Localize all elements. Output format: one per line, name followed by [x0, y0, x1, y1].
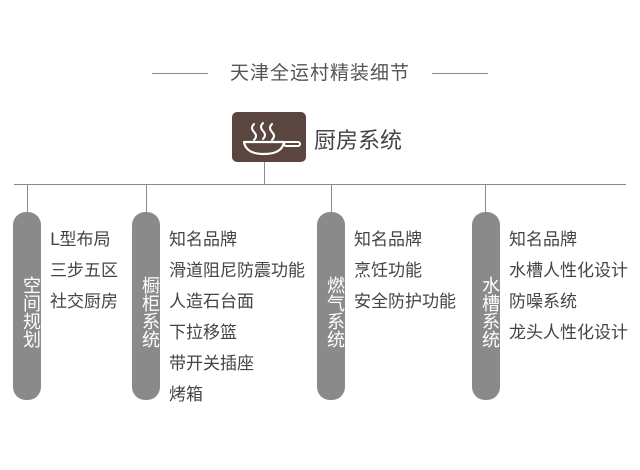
section-label-2: 橱柜系统 — [132, 212, 160, 400]
list-item: 安全防护功能 — [354, 292, 456, 312]
title-rule-left — [152, 73, 208, 74]
list-item: 下拉移篮 — [169, 323, 237, 343]
list-item: 龙头人性化设计 — [509, 323, 628, 343]
branch-connector-1 — [27, 184, 28, 212]
branch-connector-4 — [485, 184, 486, 212]
list-item: 三步五区 — [50, 261, 118, 281]
section-label-1: 空间规划 — [13, 212, 41, 400]
title-rule-right — [432, 73, 488, 74]
list-item: L型布局 — [50, 230, 111, 250]
list-item: 带开关插座 — [169, 354, 254, 374]
center-connector — [264, 162, 265, 184]
list-item: 烹饪功能 — [354, 261, 422, 281]
page-title: 天津全运村精装细节 — [229, 62, 410, 84]
section-items-4: 知名品牌 水槽人性化设计 防噪系统 龙头人性化设计 — [509, 225, 628, 349]
kitchen-icon-box — [232, 112, 306, 162]
section-label-3: 燃气系统 — [317, 212, 345, 400]
section-items-1: L型布局 三步五区 社交厨房 — [50, 225, 118, 318]
list-item: 水槽人性化设计 — [509, 261, 628, 281]
list-item: 知名品牌 — [169, 230, 237, 250]
section-items-3: 知名品牌 烹饪功能 安全防护功能 — [354, 225, 456, 318]
list-item: 社交厨房 — [50, 292, 118, 312]
list-item: 人造石台面 — [169, 292, 254, 312]
section-items-2: 知名品牌 滑道阻尼防震功能 人造石台面 下拉移篮 带开关插座 烤箱 — [169, 225, 305, 411]
branch-connector-2 — [146, 184, 147, 212]
list-item: 防噪系统 — [509, 292, 577, 312]
list-item: 知名品牌 — [509, 230, 577, 250]
list-item: 知名品牌 — [354, 230, 422, 250]
horizontal-connector — [14, 184, 626, 185]
list-item: 烤箱 — [169, 385, 203, 405]
section-label-4: 水槽系统 — [472, 212, 500, 400]
list-item: 滑道阻尼防震功能 — [169, 261, 305, 281]
kitchen-label: 厨房系统 — [314, 129, 403, 154]
branch-connector-3 — [331, 184, 332, 212]
cooking-pan-icon — [242, 122, 301, 156]
